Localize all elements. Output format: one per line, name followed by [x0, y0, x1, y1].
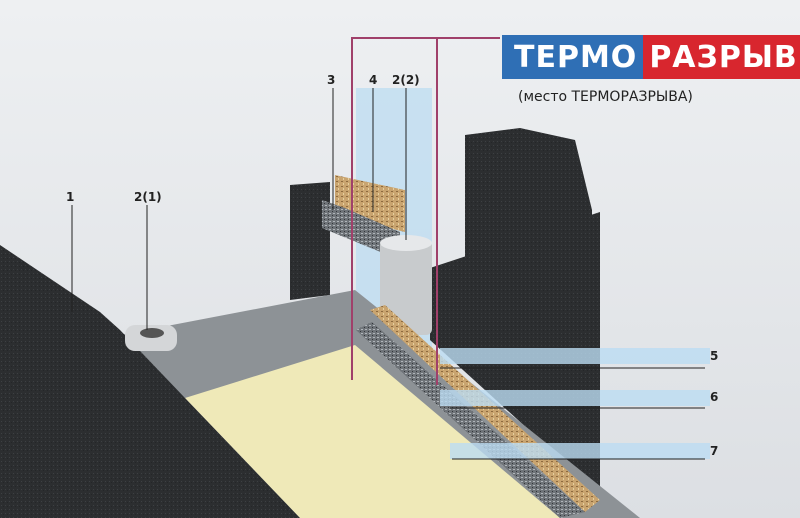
- label-3: 3: [327, 73, 336, 87]
- label-1: 1: [66, 190, 75, 204]
- leader-bar-5: [440, 348, 710, 364]
- insulation-7: [185, 345, 560, 518]
- label-5: 5: [710, 349, 719, 363]
- door-leaf-side: [0, 245, 100, 518]
- thermal-break-line-left: [351, 37, 500, 380]
- leader-bar-6: [440, 390, 710, 406]
- back-post-left: [290, 182, 330, 300]
- label-7: 7: [710, 444, 719, 458]
- label-4: 4: [369, 73, 378, 87]
- seal-2-2: [380, 240, 432, 335]
- thermal-break-badge: ТЕРМО РАЗРЫВ: [502, 35, 800, 79]
- label-2-2: 2(2): [392, 73, 420, 87]
- leader-bar-7: [450, 443, 710, 459]
- layer-6: [356, 322, 585, 518]
- seal-2-2-top: [380, 235, 432, 251]
- badge-subtitle: (место ТЕРМОРАЗРЫВА): [518, 89, 693, 105]
- door-leaf-front: [100, 312, 300, 518]
- label-2-1: 2(1): [134, 190, 162, 204]
- badge-part-blue: ТЕРМО: [502, 35, 644, 79]
- seal-2-1-hole: [140, 328, 164, 338]
- badge-part-red: РАЗРЫВ: [643, 35, 800, 79]
- label-6: 6: [710, 390, 719, 404]
- seal-2-1: [125, 325, 177, 351]
